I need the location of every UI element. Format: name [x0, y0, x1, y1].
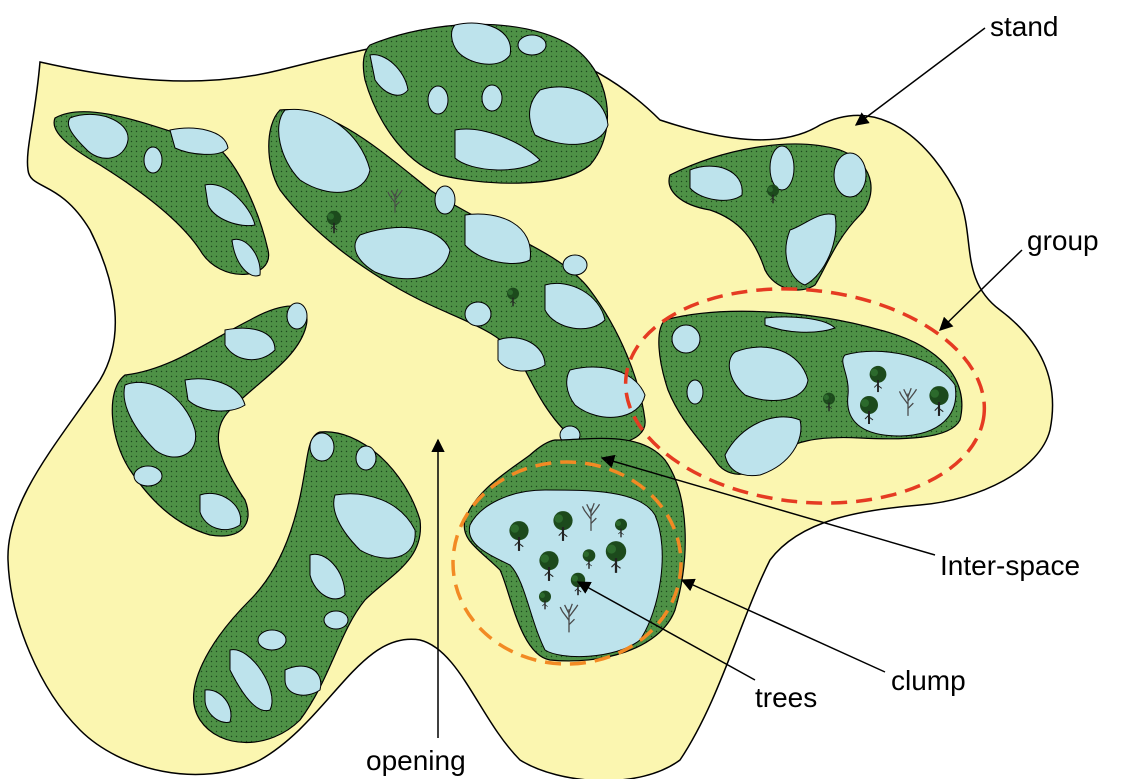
inter-space-label: Inter-space	[940, 550, 1080, 581]
group-label: group	[1027, 225, 1099, 256]
stand-label: stand	[990, 11, 1059, 42]
clump-label: clump	[891, 665, 966, 696]
opening-label: opening	[366, 745, 466, 776]
stand-callout	[856, 28, 985, 125]
trees-label: trees	[755, 682, 817, 713]
